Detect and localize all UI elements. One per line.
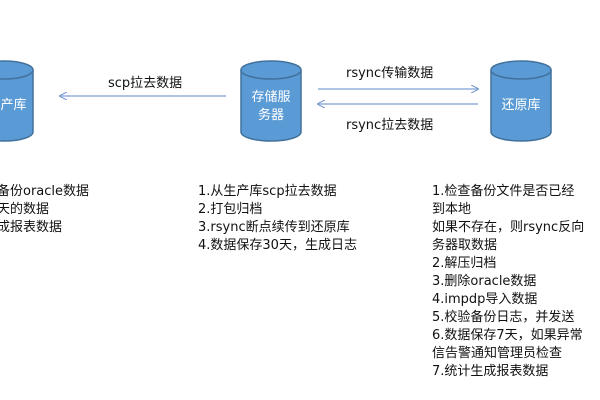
list-item: 1.从生产库scp拉去数据	[198, 184, 337, 199]
restore-db-label: 还原库	[501, 98, 541, 113]
list-item: 4.impdp导入数据	[432, 292, 538, 307]
storage-server-label-line2: 务器	[257, 108, 284, 123]
storage-steps-list: 1.从生产库scp拉去数据 2.打包归档 3.rsync断点续传到还原库 4.数…	[198, 183, 357, 255]
list-item: 务器取数据	[432, 238, 498, 253]
edge-label-rsync-transfer: rsync传输数据	[346, 66, 434, 81]
edge-label-scp-pull: scp拉去数据	[108, 76, 183, 91]
restore-steps-list: 1.检查备份文件是否已经 到本地 如果不存在，则rsync反向 务器取数据 2.…	[432, 183, 584, 381]
list-item: 成报表数据	[0, 220, 63, 235]
list-item: 信告警通知管理员检查	[432, 346, 563, 361]
edge-label-rsync-pull: rsync拉去数据	[346, 118, 434, 133]
list-item: 6.数据保存7天，如果异常	[432, 328, 583, 343]
list-item: 3.删除oracle数据	[432, 274, 537, 289]
list-item: 到本地	[432, 202, 472, 217]
list-item: 4.数据保存30天，生成日志	[198, 238, 357, 253]
list-item: 3.rsync断点续传到还原库	[198, 220, 350, 235]
list-item: 如果不存在，则rsync反向	[432, 220, 585, 235]
list-item: 天的数据	[0, 202, 50, 217]
storage-server-label: 存储服 务器	[241, 89, 301, 125]
list-item: 7.统计生成报表数据	[432, 364, 549, 379]
production-steps-list: 备份oracle数据 天的数据 成报表数据	[0, 183, 89, 237]
storage-server-label-line1: 存储服	[251, 90, 291, 105]
production-db-cylinder	[0, 60, 34, 142]
storage-server-cylinder	[240, 60, 302, 142]
list-item: 1.检查备份文件是否已经	[432, 184, 575, 199]
list-item: 2.解压归档	[432, 256, 497, 271]
list-item: 5.校验备份日志，并发送	[432, 310, 575, 325]
restore-db-cylinder	[490, 60, 552, 142]
production-db-label: 生产库	[0, 98, 27, 113]
list-item: 2.打包归档	[198, 202, 263, 217]
list-item: 备份oracle数据	[0, 184, 90, 199]
